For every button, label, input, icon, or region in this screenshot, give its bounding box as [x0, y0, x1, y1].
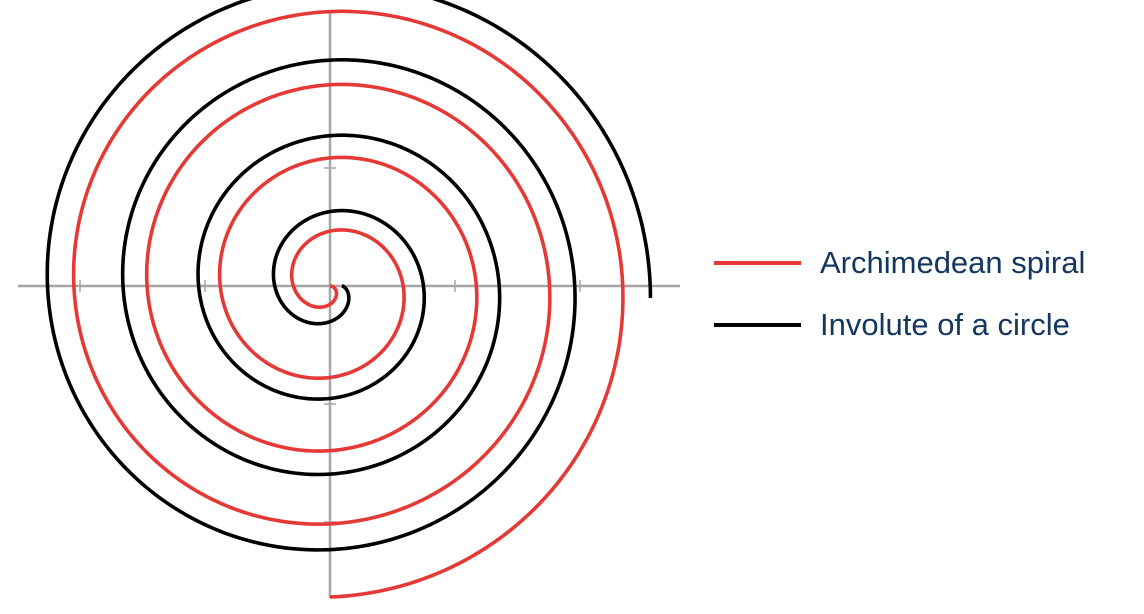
legend-item-archimedean: Archimedean spiral — [714, 232, 1134, 294]
archimedean-spiral-curve — [71, 9, 625, 599]
legend-item-involute: Involute of a circle — [714, 294, 1134, 356]
legend-label-involute: Involute of a circle — [820, 307, 1070, 342]
involute-curve — [45, 0, 653, 552]
legend-swatch-archimedean — [714, 261, 801, 265]
legend-label-archimedean: Archimedean spiral — [820, 245, 1086, 280]
legend-swatch-involute — [714, 323, 801, 327]
legend: Archimedean spiral Involute of a circle — [714, 232, 1134, 356]
curves — [45, 0, 653, 599]
